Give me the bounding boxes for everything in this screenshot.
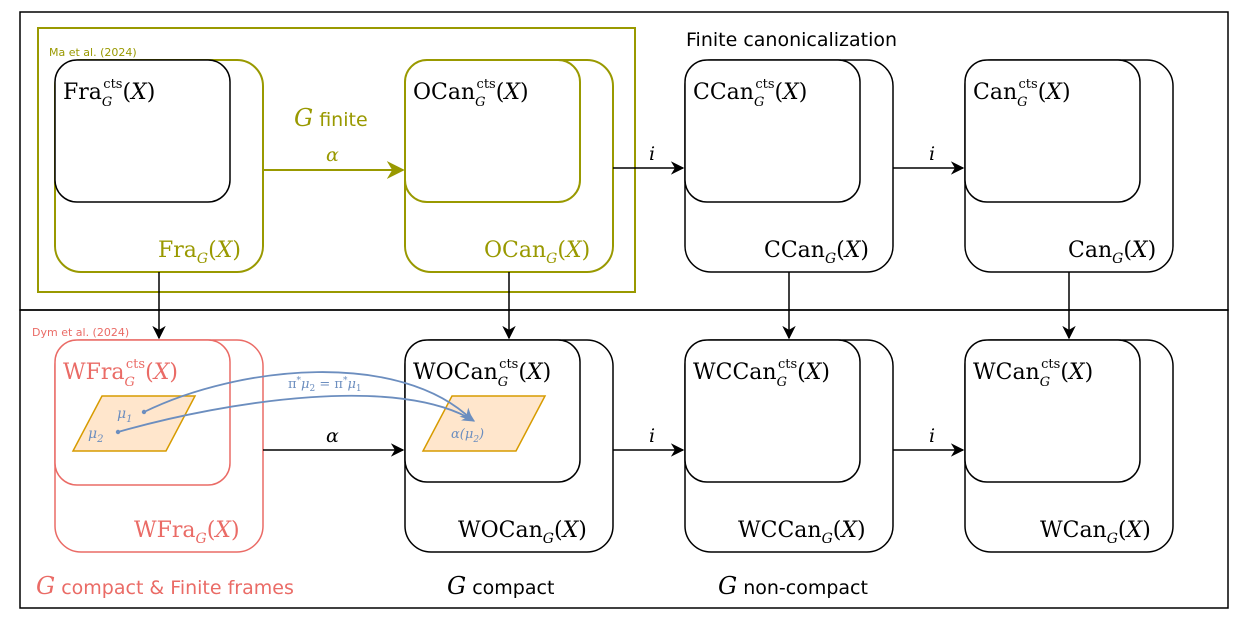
caption-g-compact: G compact [447,572,554,600]
svg-text:WCanGcts(X): WCanGcts(X) [973,357,1093,390]
svg-text:FraG(X): FraG(X) [158,238,241,267]
node-fra: FraGcts(X) FraG(X) [54,59,264,273]
svg-text:i: i [649,143,655,165]
arrow-i-bottom-2: i [893,425,965,457]
svg-text:CCanGcts(X): CCanGcts(X) [693,77,807,110]
svg-text:i: i [929,425,935,447]
arrow-i-top-2: i [893,143,965,175]
curve-mu2-to-alpha [117,394,476,433]
svg-text:WCanG(X): WCanG(X) [1040,518,1151,547]
svg-text:CanG(X): CanG(X) [1068,238,1156,267]
g-finite-caption: G finite [294,104,368,132]
svg-text:OCanG(X): OCanG(X) [484,238,590,267]
node-ccan: CCanGcts(X) CCanG(X) [684,59,894,273]
curve-mu1-to-alpha [143,371,473,421]
svg-text:FraGcts(X): FraGcts(X) [63,77,155,110]
ma-et-al-label: Ma et al. (2024) [49,46,137,59]
finite-canonicalization-title: Finite canonicalization [686,29,897,51]
caption-g-compact-finite-frames: G compact & Finite frames [36,572,294,600]
svg-text:α: α [326,425,339,447]
arrow-i-top-1: i [613,143,685,175]
svg-text:CCanG(X): CCanG(X) [764,238,869,267]
node-wcan: WCanGcts(X) WCanG(X) [964,339,1174,553]
dym-et-al-label: Dym et al. (2024) [32,326,129,339]
node-wccan: WCCanGcts(X) WCCanG(X) [684,339,894,553]
svg-text:α: α [326,144,339,166]
svg-text:WOCanGcts(X): WOCanGcts(X) [413,357,551,390]
svg-text:CanGcts(X): CanGcts(X) [973,77,1071,110]
node-can: CanGcts(X) CanG(X) [964,59,1174,273]
ma-et-al-region [37,27,636,293]
node-ocan: OCanGcts(X) OCanG(X) [404,59,614,273]
arrow-alpha-top: α [263,144,405,179]
svg-text:WCCanG(X): WCCanG(X) [738,518,866,547]
frame-set-parallelogram: μ1 μ2 [71,395,197,452]
svg-text:WFraGcts(X): WFraGcts(X) [63,357,178,390]
weighted-canonicalization-panel [19,309,1229,609]
svg-text:i: i [649,425,655,447]
arrow-alpha-bottom: α [263,425,405,457]
canonical-set-parallelogram: α(μ2) [421,395,547,452]
svg-text:OCanGcts(X): OCanGcts(X) [413,77,529,110]
svg-text:WOCanG(X): WOCanG(X) [458,518,587,547]
caption-g-noncompact: G non-compact [718,572,868,600]
svg-text:i: i [929,143,935,165]
svg-text:WFraG(X): WFraG(X) [134,518,240,547]
arrow-i-bottom-1: i [613,425,685,457]
svg-text:WCCanGcts(X): WCCanGcts(X) [693,357,830,390]
projection-equation: π*μ2 = π*μ1 [288,376,362,394]
